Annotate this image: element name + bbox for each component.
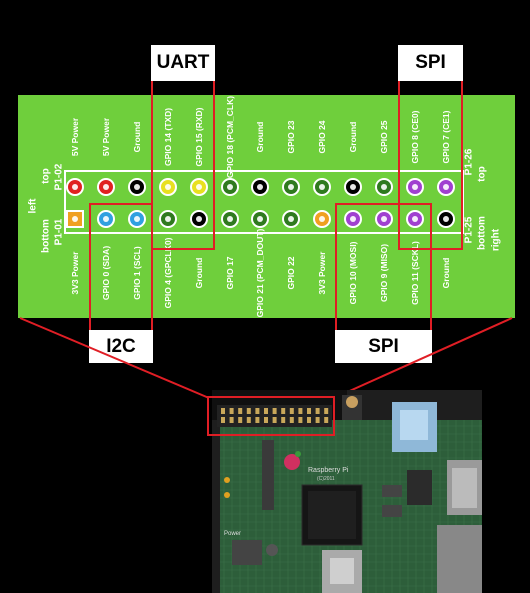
top-pin-10 — [344, 178, 362, 196]
right-right-label: right — [491, 229, 502, 251]
i2c-label: I2C — [89, 330, 153, 363]
top-pin-label-7: Ground — [255, 122, 265, 153]
bottom-pin-label-1: 3V3 Power — [70, 252, 80, 295]
left-left-label: left — [28, 199, 39, 214]
bottom-pin-label-13: Ground — [441, 258, 451, 289]
right-p126-label: P1-26 — [464, 149, 475, 176]
right-top-label: top — [477, 166, 488, 182]
bottom-pin-label-5: Ground — [194, 258, 204, 289]
top-pin-label-2: 5V Power — [101, 118, 111, 156]
bottom-pin-label-6: GPIO 17 — [225, 256, 235, 289]
left-p101-label: P1-01 — [54, 219, 65, 246]
board-power-text: Power — [224, 531, 241, 537]
top-pin-label-11: GPIO 25 — [379, 120, 389, 153]
top-pin-label-6: GPIO 18 (PCM_CLK) — [225, 96, 235, 178]
left-bottom-label: bottom — [41, 219, 52, 253]
bottom-pin-1 — [66, 210, 84, 228]
top-pin-label-1: 5V Power — [70, 118, 80, 156]
bottom-pin-6 — [221, 210, 239, 228]
top-pin-11 — [375, 178, 393, 196]
top-pin-label-9: GPIO 24 — [317, 120, 327, 153]
bottom-pin-label-7: GPIO 21 (PCM_DOUT) — [255, 229, 265, 318]
left-top-label: top — [41, 168, 52, 184]
right-bottom-label: bottom — [477, 216, 488, 250]
top-pin-6 — [221, 178, 239, 196]
top-pin-label-10: Ground — [348, 122, 358, 153]
bottom-pin-label-8: GPIO 22 — [286, 256, 296, 289]
right-p125-label: P1-25 — [464, 217, 475, 244]
top-pin-1 — [66, 178, 84, 196]
top-pin-2 — [97, 178, 115, 196]
spi-top-label: SPI — [398, 45, 463, 81]
top-pin-label-8: GPIO 23 — [286, 120, 296, 153]
top-pin-3 — [128, 178, 146, 196]
left-p102-label: P1-02 — [54, 164, 65, 191]
board-logo-text: Raspberry Pi — [308, 467, 349, 474]
top-pin-label-3: Ground — [132, 122, 142, 153]
board-copyright-text: (C)2011 — [317, 476, 335, 482]
spi-bottom-label: SPI — [335, 330, 432, 363]
uart-label: UART — [151, 45, 215, 81]
bottom-pin-label-9: 3V3 Power — [317, 252, 327, 295]
board-gpio-frame — [207, 396, 335, 436]
